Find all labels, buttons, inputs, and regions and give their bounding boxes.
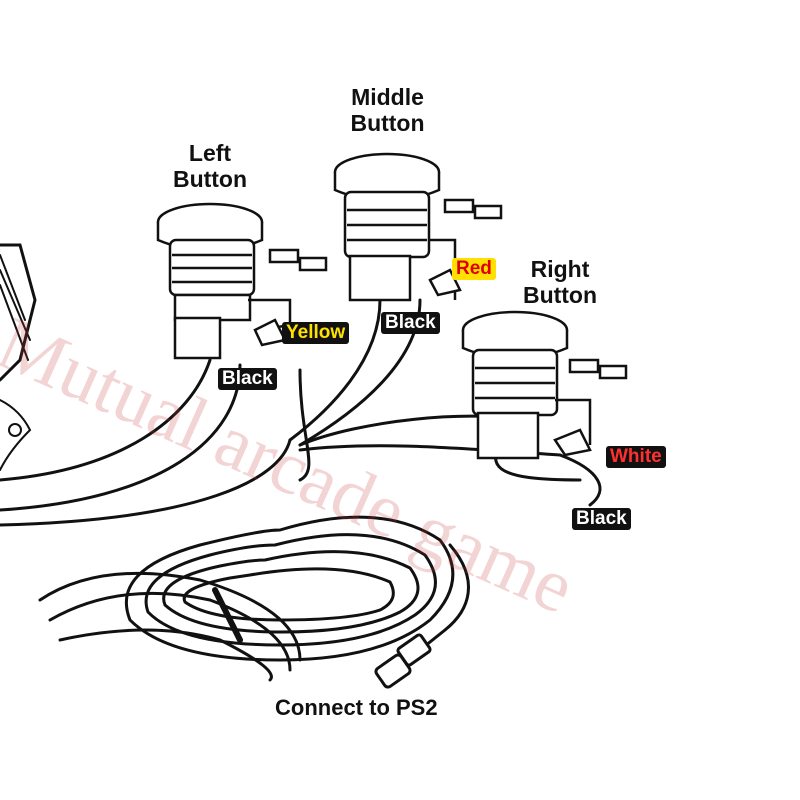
right-button-label-line2: Button	[522, 282, 598, 308]
wire-label-black-middle: Black	[381, 312, 440, 334]
wire-label-white: White	[606, 446, 666, 468]
left-button-label-line1: Left	[188, 140, 232, 166]
wire-left	[0, 358, 212, 482]
middle-button-label-line2: Button	[350, 110, 425, 136]
left-arcade-button	[156, 202, 328, 360]
wire-label-black-left: Black	[218, 368, 277, 390]
cable-coil	[124, 515, 455, 662]
wire-label-yellow: Yellow	[282, 322, 350, 344]
wire-middle	[288, 298, 382, 442]
wire-label-red: Red	[452, 258, 496, 280]
middle-arcade-button	[333, 152, 503, 302]
right-button-label-line1: Right	[530, 256, 590, 282]
right-button-label: Right Button	[500, 256, 620, 308]
wire-right	[558, 453, 602, 507]
middle-button-label-line1: Middle	[351, 84, 424, 110]
left-button-label-line2: Button	[172, 166, 248, 192]
wire-label-black-right: Black	[572, 508, 631, 530]
harness-connector	[0, 243, 37, 382]
right-arcade-button	[461, 310, 628, 460]
left-button-label: Left Button	[150, 140, 270, 192]
middle-button-label: Middle Button	[325, 84, 450, 136]
caption-connect-ps2: Connect to PS2	[275, 695, 438, 720]
